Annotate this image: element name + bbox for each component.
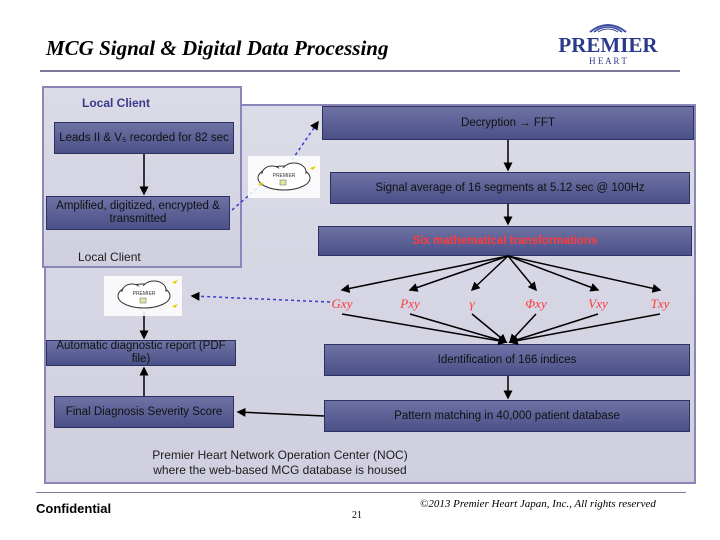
link-amplified-cloud bbox=[231, 183, 263, 211]
six-transformations-box: Six mathematical transformations bbox=[318, 226, 692, 256]
transform-gxy: Gxy bbox=[331, 296, 353, 311]
pattern-box: Pattern matching in 40,000 patient datab… bbox=[324, 400, 690, 432]
footer-divider bbox=[36, 492, 686, 493]
transform-txy: Txy bbox=[650, 296, 670, 311]
fan-arrows bbox=[340, 255, 662, 293]
page-title: MCG Signal & Digital Data Processing bbox=[46, 36, 389, 60]
cloud-icon-bottom: PREMIER bbox=[104, 276, 182, 316]
logo-main-text: PREMIER bbox=[558, 33, 658, 57]
converge-arrows bbox=[341, 313, 661, 346]
cloud-icon: PREMIER bbox=[248, 156, 320, 198]
title-divider bbox=[40, 70, 680, 72]
confidential-label: Confidential bbox=[36, 501, 112, 516]
leads-box: Leads II & V₅ recorded for 82 sec bbox=[54, 122, 234, 154]
link-gxy-cloud bbox=[190, 291, 331, 303]
transform-pxy: Pxy bbox=[400, 296, 420, 311]
local-client-panel bbox=[42, 86, 242, 268]
transform-phixy: Φxy bbox=[525, 296, 547, 311]
local-client-label-bottom: Local Client bbox=[78, 250, 141, 264]
noc-line-2: where the web-based MCG database is hous… bbox=[153, 463, 407, 477]
noc-line-1: Premier Heart Network Operation Center (… bbox=[152, 448, 408, 462]
page-number: 21 bbox=[352, 510, 362, 521]
decryption-box: Decryption → FFT bbox=[322, 106, 694, 140]
svg-text:PREMIER: PREMIER bbox=[273, 173, 296, 179]
amplified-box: Amplified, digitized, encrypted & transm… bbox=[46, 196, 230, 230]
copyright-text: ©2013 Premier Heart Japan, Inc., All rig… bbox=[420, 498, 656, 510]
local-client-label-top: Local Client bbox=[82, 96, 151, 110]
premier-heart-logo: PREMIER H E A R T bbox=[558, 24, 658, 66]
svg-text:PREMIER: PREMIER bbox=[133, 291, 156, 297]
transform-gamma: γ bbox=[469, 296, 475, 311]
arrow-pattern-severity bbox=[236, 407, 325, 417]
logo-sub-text: H E A R T bbox=[589, 56, 627, 66]
transform-vxy: Vxy bbox=[588, 296, 608, 311]
report-box: Automatic diagnostic report (PDF file) bbox=[46, 340, 236, 366]
severity-box: Final Diagnosis Severity Score bbox=[54, 396, 234, 428]
signal-average-box: Signal average of 16 segments at 5.12 se… bbox=[330, 172, 690, 204]
noc-label: Premier Heart Network Operation Center (… bbox=[100, 448, 460, 478]
link-cloud-decryption bbox=[291, 120, 319, 161]
